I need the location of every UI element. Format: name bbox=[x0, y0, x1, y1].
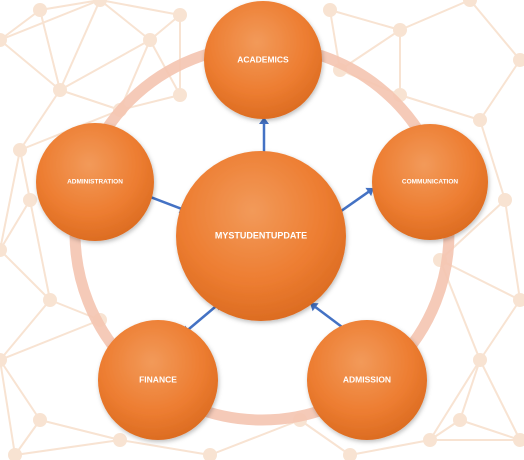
network-line bbox=[0, 149, 21, 251]
network-line bbox=[459, 359, 481, 421]
network-line bbox=[0, 199, 31, 251]
node-academics-label: ACADEMICS bbox=[237, 54, 289, 64]
network-line bbox=[299, 419, 351, 456]
network-dot bbox=[513, 293, 524, 307]
network-line bbox=[59, 89, 121, 111]
node-admission: ADMISSION bbox=[307, 320, 427, 440]
network-line bbox=[29, 199, 51, 301]
node-academics: ACADEMICS bbox=[204, 1, 322, 119]
network-dot bbox=[173, 88, 187, 102]
network-dot bbox=[33, 413, 47, 427]
network-line bbox=[429, 359, 481, 441]
arrow-shaft bbox=[338, 190, 370, 214]
network-dot bbox=[53, 83, 67, 97]
network-dot bbox=[343, 448, 357, 460]
node-admission-label: ADMISSION bbox=[343, 374, 391, 384]
network-dot bbox=[33, 3, 47, 17]
node-communication-label: COMMUNICATION bbox=[402, 179, 459, 186]
network-line bbox=[469, 0, 521, 61]
node-finance: FINANCE bbox=[98, 320, 218, 440]
network-line bbox=[14, 439, 121, 456]
network-line bbox=[479, 119, 506, 201]
node-center: MYSTUDENTUPDATE bbox=[176, 151, 346, 321]
network-dot bbox=[0, 353, 7, 367]
arrowhead bbox=[310, 303, 319, 312]
network-line bbox=[459, 419, 521, 441]
network-line bbox=[99, 0, 181, 16]
network-dot bbox=[498, 193, 512, 207]
network-dot bbox=[173, 8, 187, 22]
network-line bbox=[0, 0, 101, 41]
network-line bbox=[39, 9, 61, 91]
network-line bbox=[0, 9, 41, 41]
network-line bbox=[0, 299, 51, 361]
network-line bbox=[59, 39, 151, 91]
network-line bbox=[0, 359, 41, 421]
network-dot bbox=[143, 33, 157, 47]
network-line bbox=[399, 0, 471, 31]
network-line bbox=[39, 0, 101, 11]
network-line bbox=[479, 59, 521, 121]
network-dot bbox=[463, 0, 477, 7]
network-dot bbox=[8, 448, 22, 460]
network-dot bbox=[0, 243, 7, 257]
arrowhead bbox=[259, 117, 269, 124]
network-dot bbox=[513, 53, 524, 67]
network-line bbox=[99, 0, 151, 41]
network-dot bbox=[453, 413, 467, 427]
arrow-shaft bbox=[186, 304, 218, 332]
node-admission-circle bbox=[307, 320, 427, 440]
network-dot bbox=[323, 3, 337, 17]
network-dot bbox=[13, 143, 27, 157]
node-administration-circle bbox=[36, 123, 154, 241]
node-finance-circle bbox=[98, 320, 218, 440]
network-line bbox=[0, 249, 51, 301]
network-line bbox=[19, 89, 61, 151]
node-finance-label: FINANCE bbox=[139, 374, 177, 384]
node-communication-circle bbox=[372, 124, 488, 240]
network-line bbox=[329, 9, 401, 31]
network-dot bbox=[473, 113, 487, 127]
network-line bbox=[349, 439, 431, 456]
network-line bbox=[479, 359, 521, 441]
center-label: MYSTUDENTUPDATE bbox=[215, 230, 307, 240]
network-dot bbox=[93, 0, 107, 7]
network-dot bbox=[43, 293, 57, 307]
arrowhead bbox=[365, 187, 374, 197]
network-dot bbox=[393, 23, 407, 37]
network-line bbox=[399, 94, 481, 121]
network-dot bbox=[473, 353, 487, 367]
network-dot bbox=[0, 33, 7, 47]
node-communication: COMMUNICATION bbox=[372, 124, 488, 240]
network-line bbox=[0, 359, 16, 456]
arrow-shaft bbox=[314, 305, 346, 331]
network-dot bbox=[423, 433, 437, 447]
network-line bbox=[504, 199, 521, 301]
network-dot bbox=[113, 433, 127, 447]
network-line bbox=[0, 319, 101, 361]
network-line bbox=[59, 0, 101, 91]
network-dot bbox=[203, 448, 217, 460]
network-line bbox=[439, 259, 521, 301]
network-line bbox=[209, 419, 301, 456]
network-line bbox=[39, 419, 121, 441]
network-dot bbox=[513, 433, 524, 447]
node-center-circle bbox=[176, 151, 346, 321]
network-line bbox=[119, 439, 211, 456]
network-line bbox=[19, 149, 31, 201]
node-academics-circle bbox=[204, 1, 322, 119]
node-administration-label: ADMINISTRATION bbox=[67, 179, 123, 186]
network-line bbox=[14, 419, 41, 456]
network-line bbox=[479, 299, 521, 361]
network-line bbox=[0, 39, 61, 91]
node-administration: ADMINISTRATION bbox=[36, 123, 154, 241]
network-dot bbox=[23, 193, 37, 207]
